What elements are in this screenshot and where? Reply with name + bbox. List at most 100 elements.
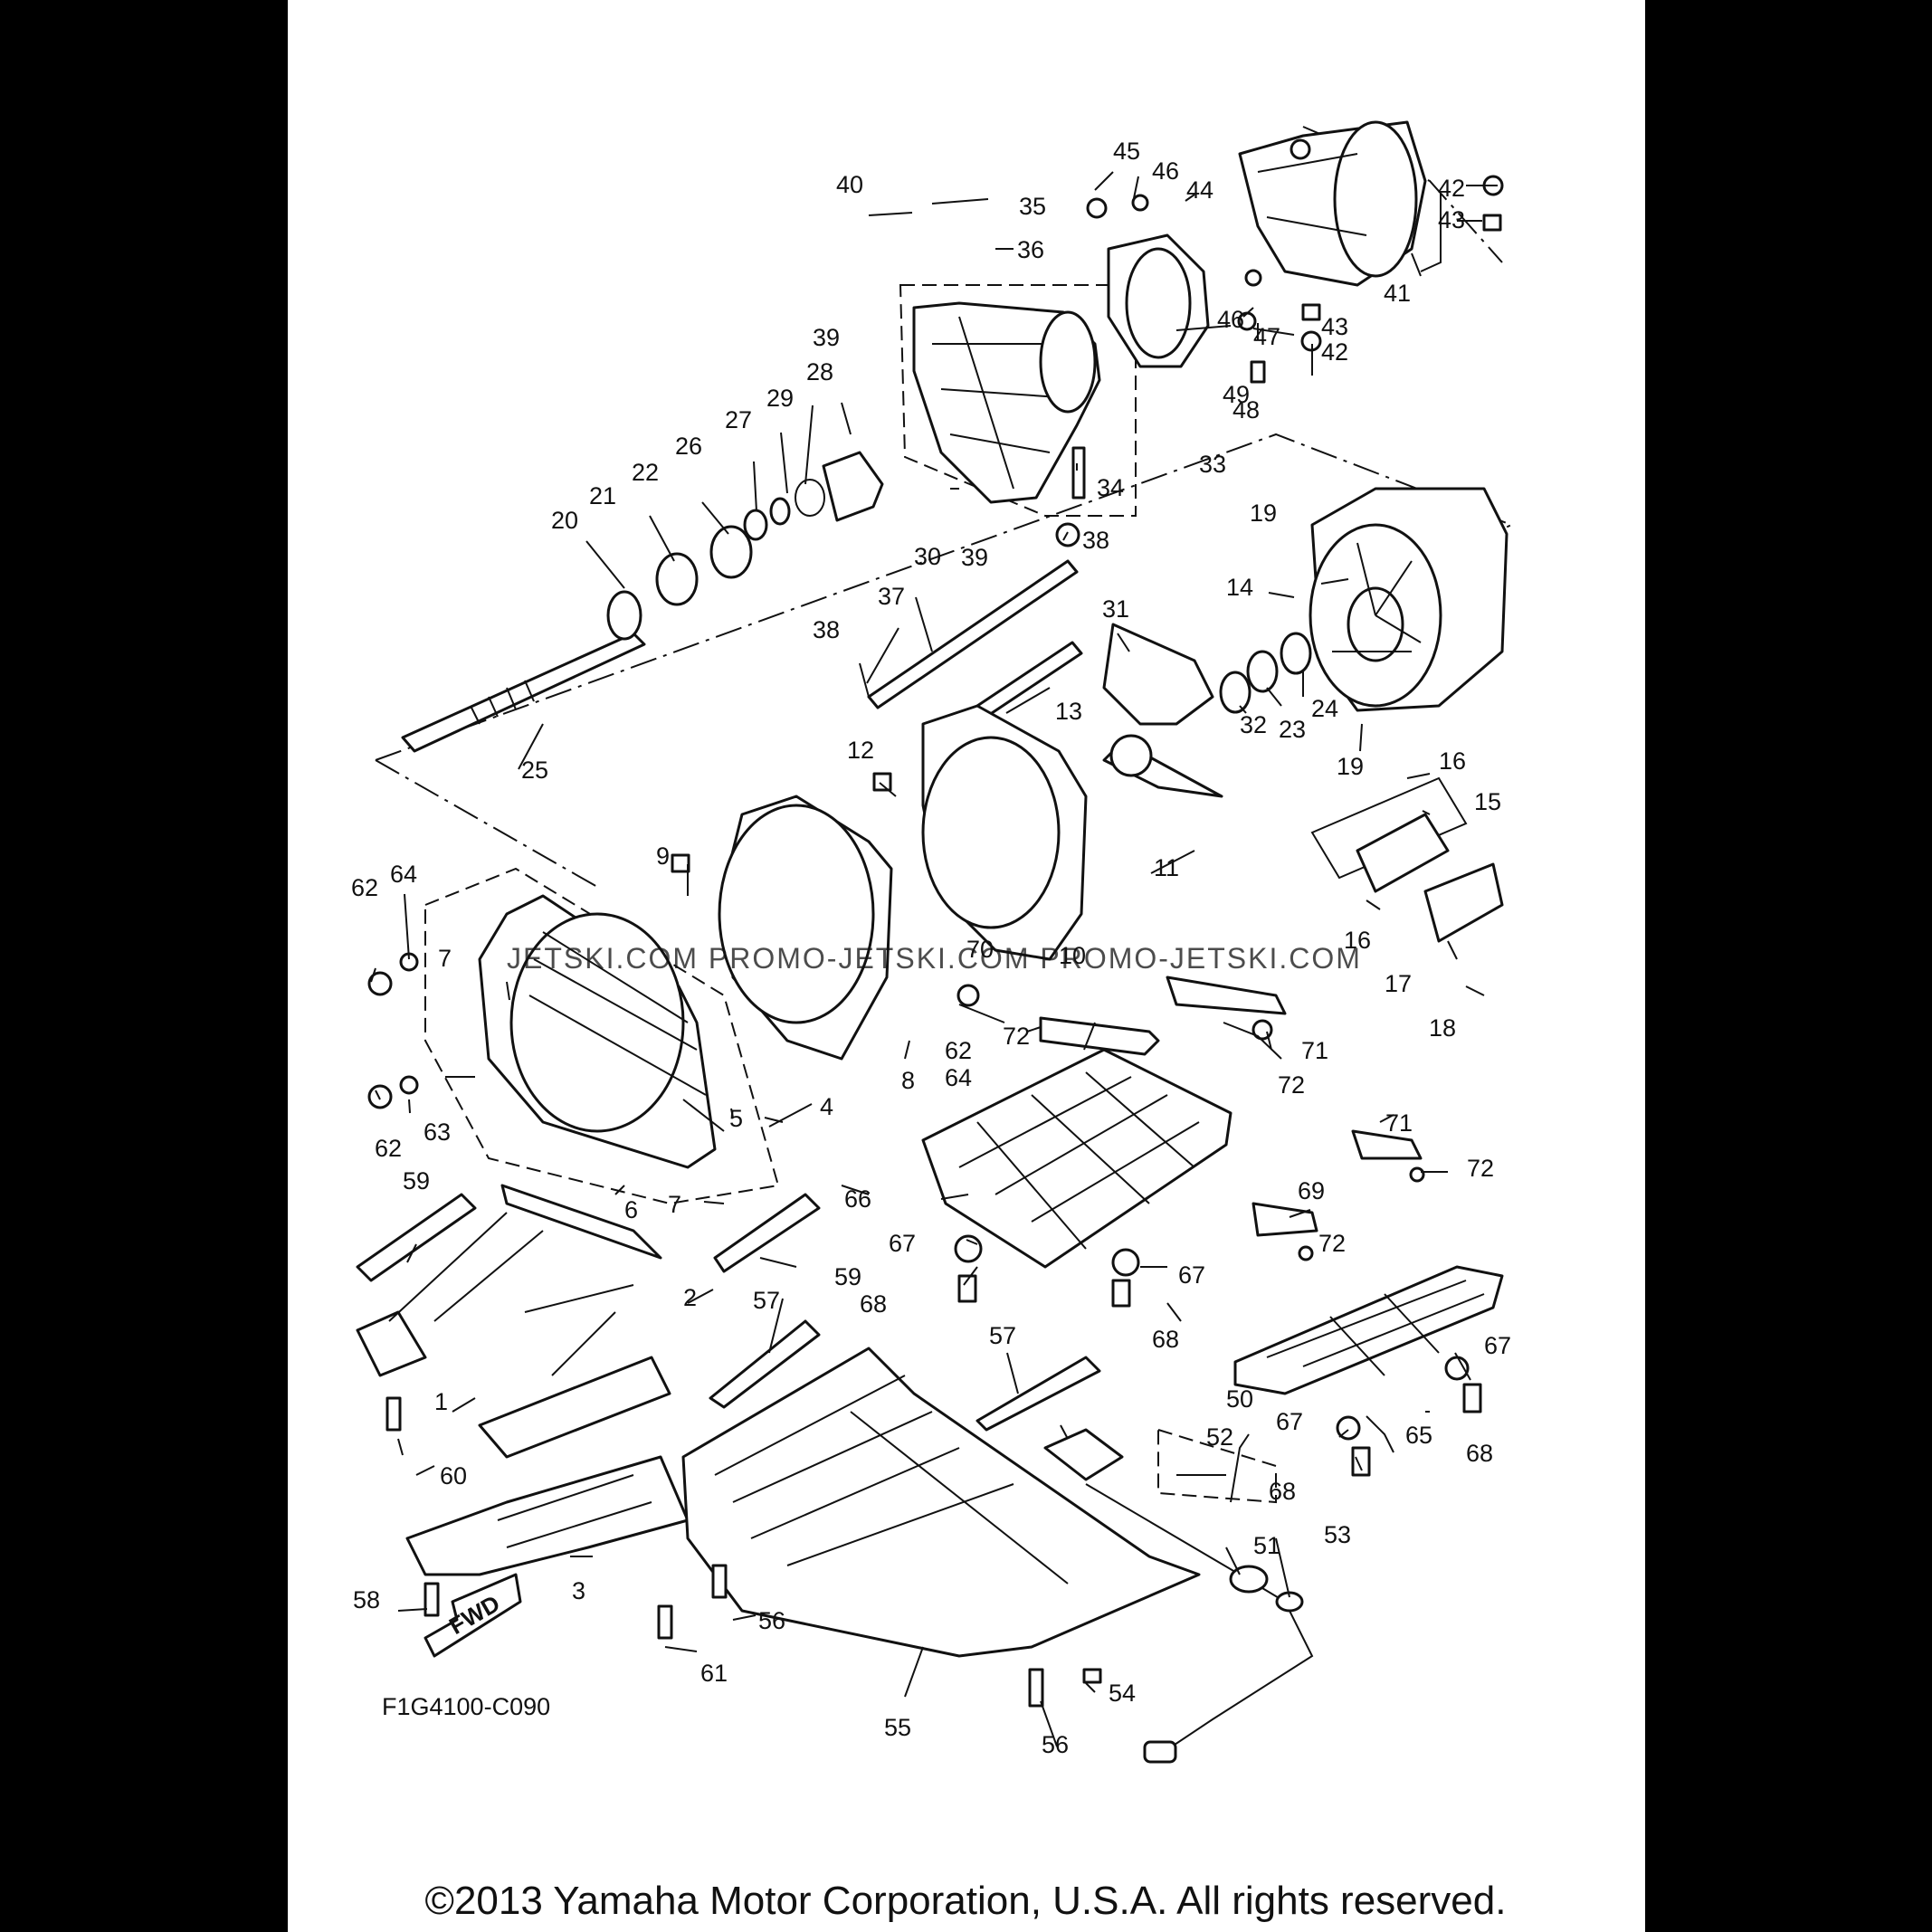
callout: 52 (1206, 1423, 1233, 1451)
callout: 56 (758, 1607, 785, 1634)
callout: 50 (1226, 1385, 1253, 1413)
callout: 64 (945, 1064, 972, 1091)
callout: 70 (966, 936, 994, 963)
callout: 56 (1042, 1731, 1069, 1758)
callout: 39 (813, 324, 840, 351)
callout: 5 (729, 1105, 743, 1132)
callout: 67 (1178, 1261, 1205, 1289)
forward-arrow-icon: FWD (424, 1573, 522, 1658)
callout: 54 (1109, 1680, 1136, 1707)
callout: 12 (847, 737, 874, 764)
callout: 58 (353, 1586, 380, 1613)
callout: 11 (1154, 854, 1179, 881)
axis-chain-line (375, 759, 598, 888)
water-sensor-plate (1310, 776, 1504, 943)
callout: 60 (440, 1462, 467, 1489)
callout: 39 (961, 544, 988, 571)
callout: 57 (753, 1287, 780, 1314)
callout: 16 (1439, 747, 1466, 775)
callout: 68 (860, 1290, 887, 1318)
callout: 15 (1474, 788, 1501, 815)
impeller-housing (1309, 487, 1508, 712)
callout: 7 (438, 945, 452, 972)
callout: 28 (806, 358, 833, 385)
callout: 46 (1152, 157, 1179, 185)
callout: 72 (1278, 1071, 1305, 1099)
seal (1280, 632, 1312, 675)
callout: 4 (820, 1093, 833, 1120)
leader-lines (370, 171, 1498, 1747)
callout: 38 (1082, 527, 1109, 554)
callout: 22 (632, 459, 659, 486)
engine-mount-bracket (356, 1184, 671, 1459)
callout: 25 (521, 757, 548, 784)
callout: 67 (1276, 1408, 1303, 1435)
bracket (1039, 1016, 1160, 1056)
callout: 33 (1199, 451, 1226, 478)
callout: 1 (434, 1388, 448, 1415)
callout: 68 (1269, 1478, 1296, 1505)
shaft-bearings-and-collars (606, 451, 884, 641)
callout: 14 (1226, 574, 1253, 601)
callout: 71 (1301, 1037, 1328, 1064)
callout: 43 (1438, 206, 1465, 233)
bracket (1166, 976, 1287, 1015)
callout: 64 (390, 861, 417, 888)
callout: 37 (878, 583, 905, 610)
drawing-code: F1G4100-C090 (382, 1693, 550, 1720)
callout: 61 (700, 1660, 728, 1687)
intake-housing (424, 867, 780, 1205)
callout: 44 (1186, 176, 1213, 204)
callout: 55 (884, 1714, 911, 1741)
drive-shaft (401, 632, 646, 753)
callout: 67 (889, 1230, 916, 1257)
rear-support (405, 1455, 690, 1576)
axis-chain-line (375, 433, 1514, 761)
callout: 57 (989, 1322, 1016, 1349)
callout: 26 (675, 433, 702, 460)
speed-sensor (1043, 1428, 1314, 1764)
callout: 43 (1321, 313, 1348, 340)
callout: 49 (1223, 381, 1250, 408)
callout: 9 (656, 842, 670, 870)
impeller (1102, 623, 1223, 798)
mount-block (356, 1193, 1101, 1432)
callout: 23 (1279, 716, 1306, 743)
callout: 65 (1405, 1422, 1432, 1449)
callout: 31 (1102, 595, 1129, 623)
callout: 40 (836, 171, 863, 198)
callout: 13 (1055, 698, 1082, 725)
callout: 45 (1113, 138, 1140, 165)
pump-housing-assembly (899, 284, 1137, 517)
water-hose (867, 559, 1079, 709)
intake-duct-spacer (718, 795, 893, 1061)
callout: 24 (1311, 695, 1338, 722)
callout: 3 (572, 1577, 585, 1604)
callout: 63 (424, 1118, 451, 1146)
callout: 59 (834, 1263, 861, 1290)
callout: 42 (1321, 338, 1348, 366)
callouts: 40 35 36 39 39 45 46 44 46 47 49 48 42 4… (351, 138, 1511, 1758)
callout: 62 (375, 1135, 402, 1162)
callout: 19 (1250, 500, 1277, 527)
callout: 72 (1003, 1023, 1030, 1050)
seal (1246, 650, 1279, 693)
watermark-text: JETSKI.COM PROMO-JETSKI.COM PROMO-JETSKI… (507, 942, 1362, 975)
callout: 34 (1097, 474, 1124, 501)
seal (1219, 671, 1252, 714)
callout: 42 (1438, 175, 1465, 202)
callout: 21 (589, 482, 616, 509)
callout: 18 (1429, 1014, 1456, 1042)
callout: 16 (1344, 927, 1371, 954)
callout: 62 (351, 874, 378, 901)
callout: 41 (1384, 280, 1411, 307)
callout: 17 (1385, 970, 1412, 997)
callout: 19 (1337, 753, 1364, 780)
callout: 72 (1318, 1230, 1346, 1257)
callout: 35 (1019, 193, 1046, 220)
callout: 2 (683, 1284, 697, 1311)
callout: 7 (668, 1191, 681, 1218)
callout: 69 (1298, 1177, 1325, 1204)
callout: 71 (1385, 1109, 1413, 1137)
callout: 38 (813, 616, 840, 643)
